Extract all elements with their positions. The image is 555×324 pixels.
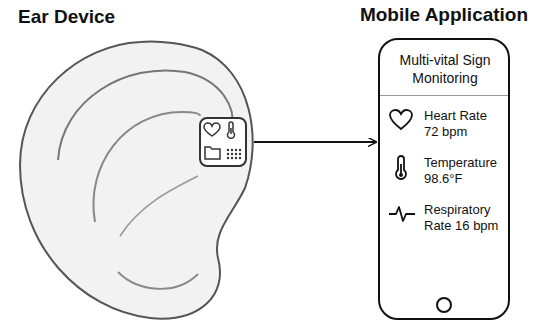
device-heart-icon bbox=[204, 123, 220, 136]
device-thermometer-mark bbox=[230, 128, 232, 134]
ear-device: Ear Device bbox=[200, 118, 246, 166]
device-dots-icon bbox=[227, 149, 241, 159]
arrow-connector bbox=[254, 141, 376, 143]
vital-icon bbox=[388, 202, 418, 228]
heading: Mobile Application bbox=[360, 4, 528, 27]
home-button bbox=[437, 298, 451, 312]
device-thermometer-icon bbox=[228, 122, 235, 138]
concha-line bbox=[120, 176, 198, 236]
antihelix-line bbox=[93, 112, 200, 222]
separator-line bbox=[380, 95, 508, 96]
vital-icon bbox=[388, 155, 418, 181]
helix-line bbox=[58, 70, 233, 160]
device-body bbox=[200, 118, 246, 166]
vital-text: Respiratory Rate 16 bpm bbox=[424, 202, 502, 233]
vital-text: Heart Rate 72 bpm bbox=[424, 108, 502, 139]
device-folder-icon bbox=[205, 147, 220, 159]
screen-header: Multi-vital Sign Monitoring bbox=[389, 52, 501, 87]
vital-row: Heart Rate 72 bpm bbox=[388, 108, 502, 139]
heading: Ear Device bbox=[18, 6, 115, 29]
lobe-line bbox=[118, 272, 198, 289]
mobile-phone: Mobile ApplicationMulti-vital Sign Monit… bbox=[378, 38, 510, 320]
vital-row: Temperature 98.6°F bbox=[388, 155, 502, 186]
vital-row: Respiratory Rate 16 bpm bbox=[388, 202, 502, 233]
vital-icon bbox=[388, 108, 418, 134]
vital-text: Temperature 98.6°F bbox=[424, 155, 502, 186]
ear-outline bbox=[20, 41, 253, 318]
